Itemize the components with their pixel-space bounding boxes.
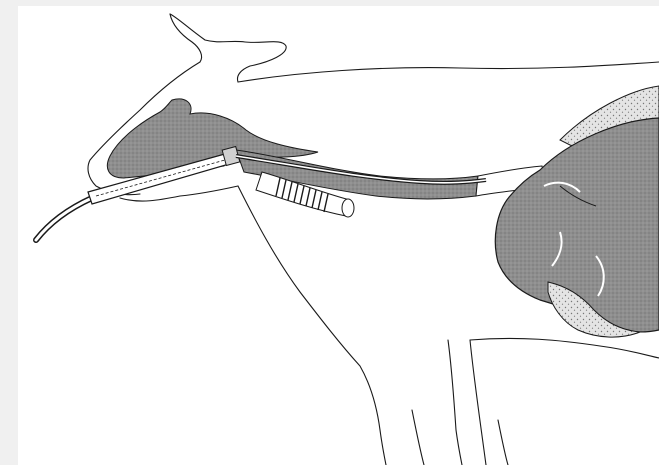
- cow-stomach-tube-illustration: [18, 6, 659, 465]
- illustration-frame: [18, 6, 659, 465]
- rumen: [495, 86, 659, 337]
